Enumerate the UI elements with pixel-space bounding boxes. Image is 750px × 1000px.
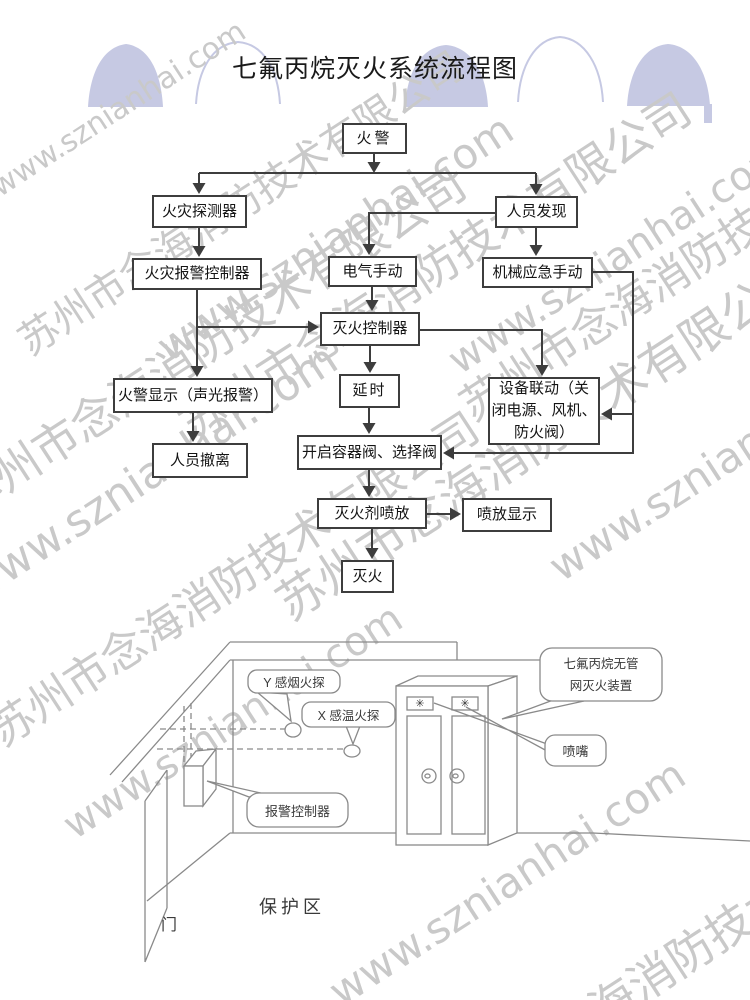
callout-bubbles — [246, 647, 663, 828]
node-personnel-discovery: 人员发现 — [495, 196, 578, 228]
heat-detector-bubble — [301, 701, 396, 728]
nozzle-plate-left — [406, 696, 434, 711]
arch-outline-1 — [195, 40, 281, 105]
heat-detector-label: X 感温火探 — [317, 709, 380, 723]
door-label: 门 — [160, 917, 177, 934]
device-label-line1: 七氟丙烷无管 — [563, 657, 639, 671]
arch-tail — [704, 104, 712, 123]
nozzle-label: 喷嘴 — [562, 744, 589, 759]
cabinet-right-door — [451, 715, 486, 835]
node-fire-alarm-controller: 火灾报警控制器 — [132, 258, 262, 290]
door-outline — [144, 769, 168, 963]
decorative-arches — [88, 35, 712, 123]
protected-zone-label: 保护区 — [259, 897, 325, 917]
alarm-controller-bubble — [246, 792, 349, 828]
alarm-controller-box — [182, 747, 218, 808]
alarm-controller-label: 报警控制器 — [264, 803, 330, 819]
node-delay: 延时 — [339, 374, 400, 408]
nozzle-symbol-left-icon: ✳ — [415, 697, 424, 710]
device-label: 七氟丙烷无管 网灭火装置 — [540, 653, 662, 697]
node-extinguishing-controller: 灭火控制器 — [320, 312, 420, 346]
arch-filled-1 — [88, 44, 163, 107]
node-fire-detector: 火灾探测器 — [152, 195, 247, 228]
device-label-line2: 网灭火装置 — [569, 679, 633, 693]
heat-detector-symbol — [343, 744, 361, 758]
nozzle-symbol-right-icon: ✳ — [460, 697, 469, 710]
arch-filled-2 — [405, 45, 488, 107]
door-handle-right — [449, 768, 465, 784]
node-extinguished: 灭火 — [341, 560, 394, 593]
node-fire-alarm: 火警 — [342, 123, 407, 154]
node-agent-discharge: 灭火剂喷放 — [317, 498, 427, 529]
room-outline — [109, 641, 750, 902]
page-title: 七氟丙烷灭火系统流程图 — [231, 54, 518, 83]
node-mechanical-emergency-manual: 机械应急手动 — [482, 257, 593, 288]
nozzle-bubble — [544, 734, 607, 767]
node-open-valves: 开启容器阀、选择阀 — [297, 435, 442, 470]
flowchart-connectors — [186, 154, 634, 559]
device-bubble — [539, 647, 663, 702]
smoke-detector-bubble — [247, 669, 341, 694]
node-fire-alarm-display: 火警显示（声光报警） — [113, 378, 273, 413]
wiring-dashed-lines — [157, 703, 344, 766]
node-evacuation: 人员撤离 — [152, 443, 248, 478]
door-handle-left — [421, 768, 437, 784]
arch-filled-3 — [627, 44, 710, 106]
nozzle-plate-right — [451, 696, 479, 711]
node-discharge-display: 喷放显示 — [462, 498, 552, 532]
smoke-detector-symbol — [284, 722, 302, 738]
node-equipment-linkage: 设备联动（关 闭电源、风机、 防火阀） — [488, 377, 600, 445]
smoke-detector-label: Y 感烟火探 — [263, 676, 325, 690]
arch-outline-2 — [517, 35, 604, 103]
callout-tails — [206, 691, 585, 798]
flow-arrowheads — [186, 162, 612, 559]
extinguishing-cabinet — [395, 675, 518, 846]
node-electric-manual: 电气手动 — [328, 256, 417, 287]
protected-zone-drawing: ✳ ✳ — [109, 641, 750, 963]
